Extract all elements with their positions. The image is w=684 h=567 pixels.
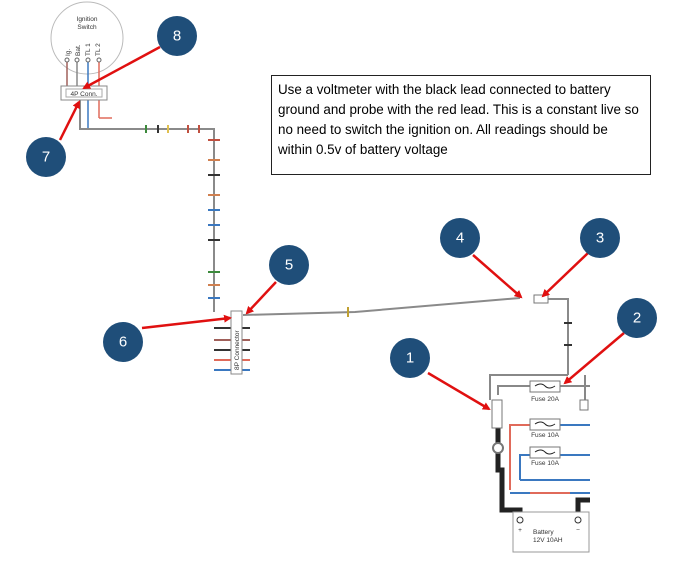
marker-3: 3: [580, 218, 620, 258]
fuse-label: Fuse 10A: [531, 432, 559, 439]
arrow-2: [563, 332, 625, 385]
marker-2: 2: [617, 298, 657, 338]
terminal-tl1: TL 1: [85, 43, 92, 56]
svg-text:5: 5: [285, 257, 293, 274]
ignition-switch: Ignition Switch Ig. Bat. TL 1 TL 2: [50, 1, 124, 128]
4p-connector: 4P Conn.: [60, 85, 108, 101]
8p-connector: 8P Connector: [214, 310, 250, 375]
battery-label-1: Battery: [533, 529, 554, 536]
svg-text:6: 6: [119, 334, 127, 351]
8p-conn-label: 8P Connector: [234, 330, 241, 370]
arrow-3: [541, 252, 589, 298]
ignition-title-2: Switch: [77, 24, 97, 31]
terminal-ig: Ig.: [65, 49, 72, 56]
battery-plus: +: [518, 527, 522, 534]
svg-text:2: 2: [633, 310, 641, 327]
terminal-tl2: TL 2: [95, 43, 102, 56]
pointer-arrows: [58, 45, 625, 411]
svg-text:1: 1: [406, 350, 414, 367]
svg-text:4: 4: [456, 230, 464, 247]
arrow-1: [427, 371, 491, 411]
svg-text:7: 7: [42, 149, 50, 166]
fuse-20a: Fuse 20A: [529, 380, 561, 403]
marker-6: 6: [103, 322, 143, 362]
4p-conn-label: 4P Conn.: [71, 91, 98, 98]
battery-label-2: 12V 10AH: [533, 537, 563, 544]
fuse-label: Fuse 10A: [531, 460, 559, 467]
battery: + − Battery 12V 10AH: [512, 511, 590, 553]
arrow-5: [245, 281, 277, 315]
instruction-note: Use a voltmeter with the black lead conn…: [271, 75, 651, 175]
fuse-10a-1: Fuse 10A: [529, 418, 561, 439]
ignition-title-1: Ignition: [77, 16, 98, 23]
marker-7: 7: [26, 137, 66, 177]
arrow-6: [141, 314, 232, 330]
arrow-4: [472, 254, 523, 299]
marker-1: 1: [390, 338, 430, 378]
svg-text:8: 8: [173, 28, 181, 45]
inline-connector: [533, 294, 549, 304]
marker-8: 8: [157, 16, 197, 56]
arrow-7: [58, 100, 81, 141]
marker-5: 5: [269, 245, 309, 285]
marker-4: 4: [440, 218, 480, 258]
fuse-label: Fuse 20A: [531, 396, 559, 403]
arrow-8: [82, 45, 161, 90]
svg-text:3: 3: [596, 230, 604, 247]
wire-color-bands: [145, 125, 572, 346]
terminal-bat: Bat.: [75, 44, 82, 56]
fuse-10a-2: Fuse 10A: [529, 446, 561, 467]
battery-minus: −: [576, 527, 580, 534]
